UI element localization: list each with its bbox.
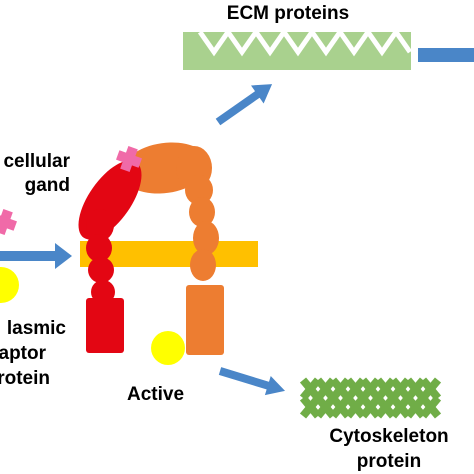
active-label: Active bbox=[127, 384, 185, 405]
extracellular-ligand-label-line1: cellular bbox=[3, 151, 70, 172]
cytoskeleton-label-line1: Cytoskeleton bbox=[329, 426, 449, 447]
outside-out-arrow bbox=[215, 84, 273, 126]
alpha-subunit bbox=[78, 160, 142, 353]
bound-adaptor-protein bbox=[151, 331, 185, 365]
ecm-arrow-bar bbox=[418, 48, 474, 62]
activation-arrow bbox=[0, 243, 72, 269]
extracellular-ligand-label-line2: gand bbox=[24, 175, 70, 196]
inside-out-arrow bbox=[218, 367, 286, 396]
free-adaptor-protein bbox=[0, 267, 19, 303]
ecm-proteins-label: ECM proteins bbox=[226, 3, 350, 24]
cytoplasmic-adaptor-label-line2: aptor bbox=[0, 343, 46, 364]
cytoplasmic-adaptor-label-line3: rotein bbox=[0, 368, 50, 389]
beta-subunit bbox=[121, 142, 224, 355]
cytoskeleton-protein bbox=[299, 377, 442, 419]
ecm-zigzag bbox=[197, 27, 413, 57]
free-ligand bbox=[0, 209, 17, 235]
cytoskeleton-label-line2: protein bbox=[356, 451, 422, 472]
cytoplasmic-adaptor-label-line1: lasmic bbox=[6, 318, 66, 339]
bound-ligand bbox=[116, 146, 142, 172]
